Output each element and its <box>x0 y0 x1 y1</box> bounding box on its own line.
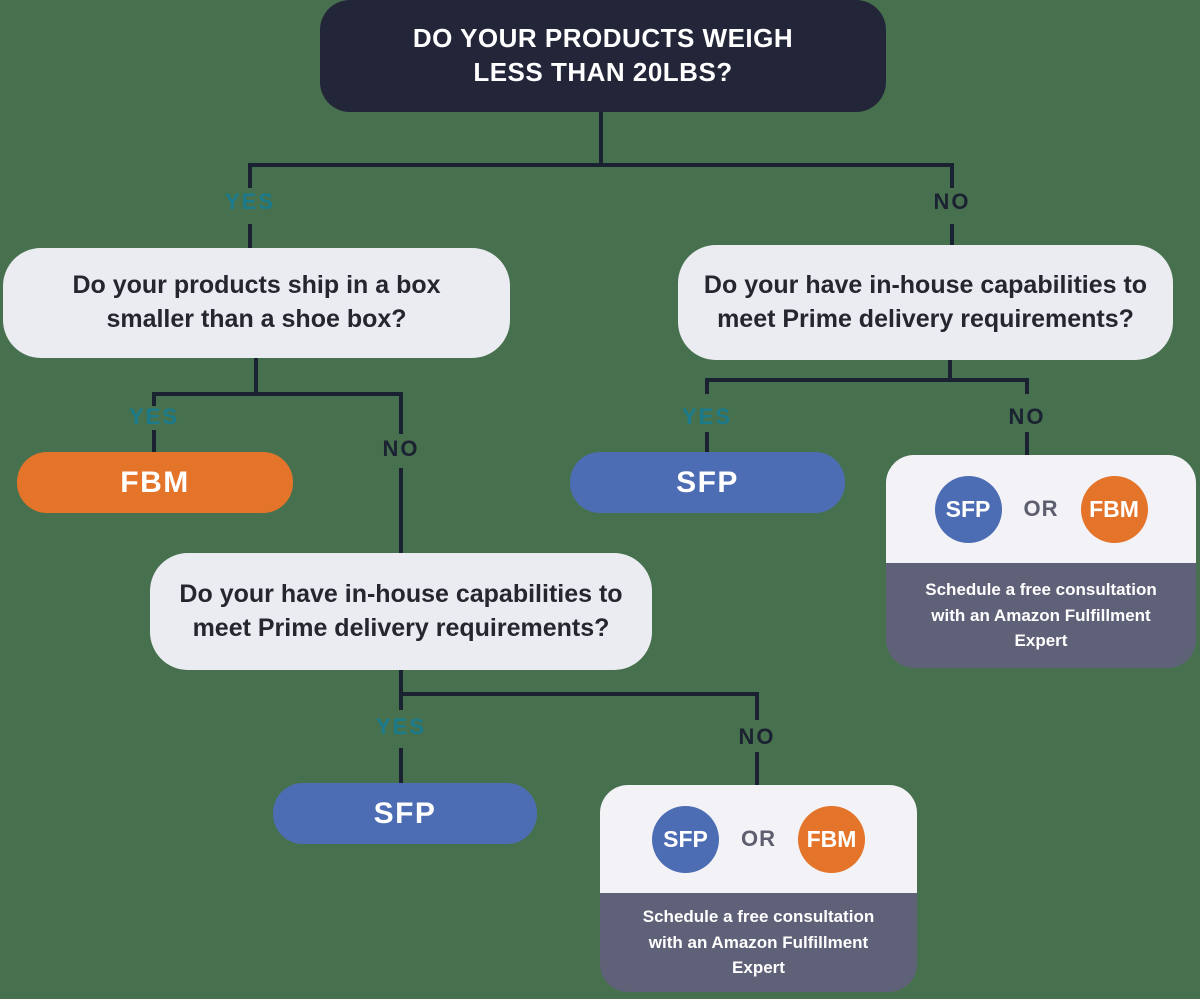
or-label: OR <box>741 826 776 851</box>
connector-line <box>399 748 403 783</box>
connector-line <box>399 468 403 553</box>
connector-line <box>399 692 759 696</box>
connector-line <box>1025 378 1029 394</box>
connector-line <box>705 378 709 394</box>
fbm-circle-text: FBM <box>806 825 857 852</box>
connector-line <box>599 112 603 167</box>
fbm-circle-text: FBM <box>1089 495 1139 522</box>
question-text-prime-right: Do your have in-house capabilities to me… <box>703 270 1148 333</box>
question-node-prime-mid: Do your have in-house capabilities to me… <box>150 553 652 670</box>
connector-line <box>950 163 954 188</box>
connector-line <box>705 378 1029 382</box>
connector-line <box>705 432 709 452</box>
connector-line <box>755 752 759 785</box>
question-text-shoe-box: Do your products ship in a box smaller t… <box>72 271 441 333</box>
sfp-circle-badge: SFP <box>652 805 719 873</box>
no-label-shoe-box: NO <box>382 436 420 461</box>
card-bottom-consultation-text: Schedule a free consultation with an Ama… <box>600 893 917 992</box>
connector-line <box>950 224 954 248</box>
result-text-fbm: FBM <box>120 465 190 499</box>
card-right-options: SFP OR FBM <box>886 455 1196 563</box>
card-right-consultation-text: Schedule a free consultation with an Ama… <box>886 563 1196 668</box>
question-text-prime-mid: Do your have in-house capabilities to me… <box>179 579 623 642</box>
result-text-sfp-right: SFP <box>676 465 739 499</box>
question-node-shoe-box: Do your products ship in a box smaller t… <box>3 248 510 358</box>
sfp-circle-badge: SFP <box>934 475 1002 543</box>
connector-line <box>755 692 759 720</box>
consultation-card-right: SFP OR FBM Schedule a free consultation … <box>886 455 1196 668</box>
sfp-circle-text: SFP <box>945 495 991 522</box>
connector-line <box>152 392 403 396</box>
yes-label-shoe-box: YES <box>128 404 180 429</box>
connector-line <box>248 224 252 248</box>
connector-line <box>399 670 403 696</box>
card-bottom-options: SFP OR FBM <box>600 785 917 893</box>
fbm-circle-badge: FBM <box>1080 475 1148 543</box>
result-node-sfp-right: SFP <box>570 452 845 513</box>
question-node-prime-right: Do your have in-house capabilities to me… <box>678 245 1173 360</box>
root-question-node: DO YOUR PRODUCTS WEIGH LESS THAN 20LBS? <box>320 0 886 112</box>
connector-line <box>152 392 156 406</box>
connector-line <box>248 163 252 188</box>
fbm-circle-badge: FBM <box>798 805 865 873</box>
connector-line <box>399 692 403 710</box>
root-question-text: DO YOUR PRODUCTS WEIGH LESS THAN 20LBS? <box>412 23 794 87</box>
yes-label-prime-right: YES <box>681 404 733 429</box>
result-node-sfp-bottom: SFP <box>273 783 537 844</box>
result-text-sfp-bottom: SFP <box>373 796 437 830</box>
connector-line <box>248 163 954 167</box>
no-label-level1: NO <box>933 189 971 214</box>
no-label-prime-mid: NO <box>738 724 776 749</box>
connector-line <box>399 392 403 434</box>
result-node-fbm: FBM <box>17 452 293 513</box>
connector-line <box>1025 432 1029 455</box>
yes-label-prime-mid: YES <box>375 714 427 739</box>
connector-line <box>152 430 156 452</box>
connector-line <box>254 358 258 396</box>
no-label-prime-right: NO <box>1008 404 1046 429</box>
consultation-card-bottom: SFP OR FBM Schedule a free consultation … <box>600 785 917 992</box>
yes-label-level1: YES <box>224 189 276 214</box>
connector-line <box>948 360 952 382</box>
or-label: OR <box>1023 496 1059 521</box>
sfp-circle-text: SFP <box>663 825 708 852</box>
